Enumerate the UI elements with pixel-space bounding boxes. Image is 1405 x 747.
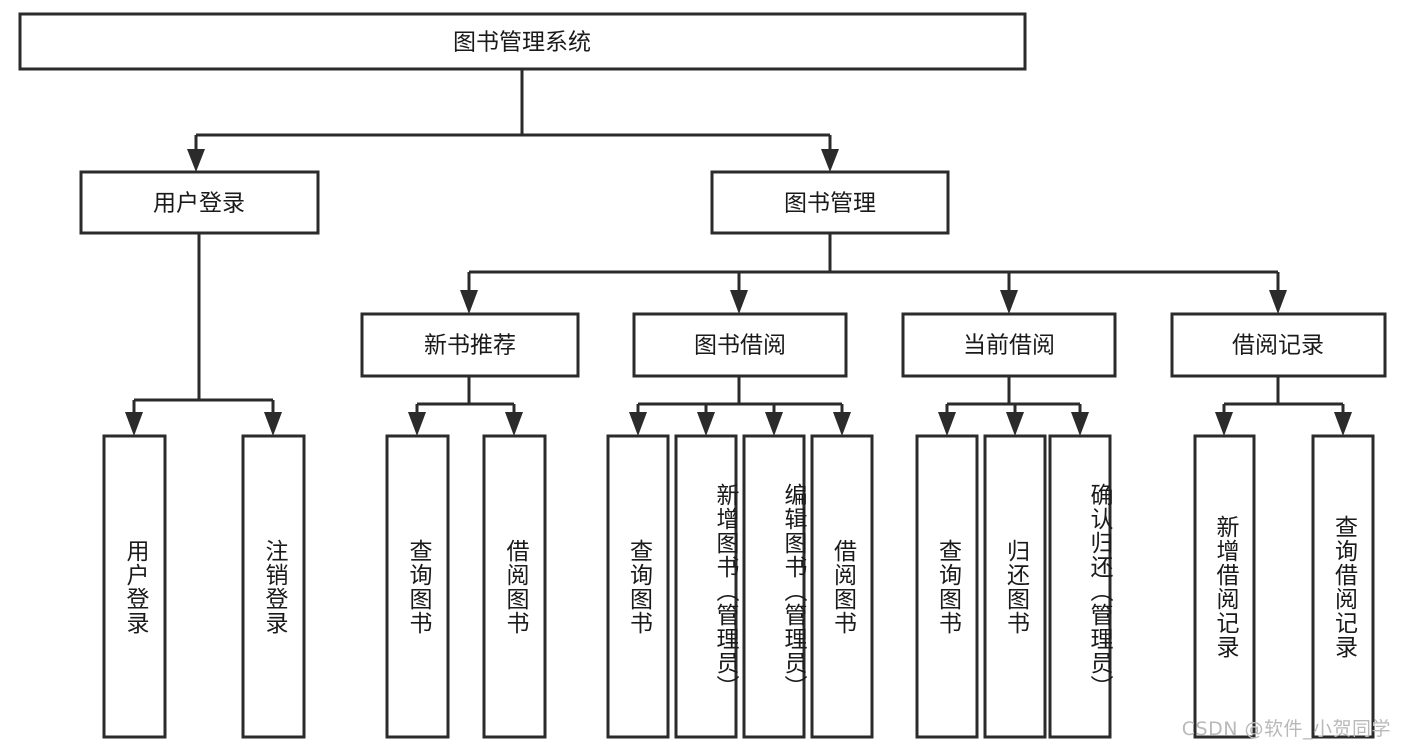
arrow-head-icon — [821, 149, 839, 172]
node-book-borrow-label: 图书借阅 — [694, 333, 786, 359]
arrow-head-icon — [833, 412, 851, 436]
node-user-login-label: 用户登录 — [153, 191, 245, 217]
leaf-current-borrow-0[interactable] — [915, 434, 979, 739]
arrow-head-icon — [408, 412, 426, 436]
leaf-user-login-0[interactable] — [102, 434, 167, 739]
arrow-head-icon — [460, 290, 478, 314]
leaf-user-login-0-label: 用户登录 — [122, 538, 148, 635]
leaf-borrow-record-0-label: 新增借阅记录 — [1212, 514, 1238, 659]
arrow-head-icon — [765, 412, 783, 436]
leaf-book-borrow-1[interactable] — [674, 434, 738, 739]
node-book-borrow[interactable] — [632, 312, 848, 378]
connector-newbook-to-leaves — [408, 376, 523, 436]
leaf-book-borrow-1-label: 新增图书（管理员） — [712, 482, 738, 699]
connector-bookmgmt-to-level3 — [460, 233, 1287, 314]
arrow-head-icon — [1215, 412, 1233, 436]
node-borrow-record[interactable] — [1170, 312, 1387, 378]
arrow-head-icon — [629, 412, 647, 436]
leaf-borrow-record-1-label: 查询借阅记录 — [1330, 514, 1357, 659]
connector-root-to-level2 — [187, 69, 839, 172]
leaf-current-borrow-0-label: 查询图书 — [934, 538, 961, 635]
arrow-head-icon — [1269, 290, 1287, 314]
arrow-head-icon — [125, 412, 143, 436]
node-user-login[interactable] — [79, 170, 320, 235]
arrow-head-icon — [1334, 412, 1352, 436]
connector-userlogin-to-leaves — [125, 233, 282, 436]
leaf-book-borrow-0-label: 查询图书 — [625, 538, 652, 635]
leaf-new-book-0[interactable] — [385, 434, 450, 739]
leaf-current-borrow-1[interactable] — [983, 434, 1047, 739]
node-book-management[interactable] — [710, 170, 950, 235]
leaf-book-borrow-2-label: 编辑图书（管理员） — [780, 482, 806, 699]
leaf-new-book-0-label: 查询图书 — [405, 538, 431, 635]
leaf-current-borrow-1-label: 归还图书 — [1002, 538, 1029, 635]
node-current-borrow-label: 当前借阅 — [963, 333, 1055, 359]
arrow-head-icon — [730, 290, 748, 314]
watermark: CSDN @软件_小贺同学 — [1181, 718, 1391, 740]
arrow-head-icon — [264, 412, 282, 436]
node-new-book-recommend[interactable] — [360, 312, 580, 378]
arrow-head-icon — [187, 149, 205, 172]
node-root-label: 图书管理系统 — [453, 30, 591, 56]
connector-bookborrow-to-leaves — [629, 376, 851, 436]
arrow-head-icon — [938, 412, 956, 436]
leaf-current-borrow-2-label: 确认归还（管理员） — [1086, 482, 1112, 699]
leaf-user-login-1[interactable] — [241, 434, 306, 739]
arrow-head-icon — [1071, 412, 1089, 436]
leaf-book-borrow-3-label: 借阅图书 — [829, 538, 856, 635]
connector-borrowrecord-to-leaves — [1215, 376, 1352, 436]
leaf-new-book-1[interactable] — [482, 434, 547, 739]
arrow-head-icon — [505, 412, 523, 436]
arrow-head-icon — [1000, 290, 1018, 314]
leaf-book-borrow-0[interactable] — [606, 434, 670, 739]
leaf-book-borrow-2[interactable] — [742, 434, 806, 739]
leaf-new-book-1-label: 借阅图书 — [502, 538, 528, 635]
node-book-management-label: 图书管理 — [784, 191, 876, 217]
arrow-head-icon — [1006, 412, 1024, 436]
leaf-borrow-record-0[interactable] — [1193, 434, 1256, 739]
node-borrow-record-label: 借阅记录 — [1232, 333, 1324, 359]
connector-currentborrow-to-leaves — [938, 376, 1089, 436]
arrow-head-icon — [697, 412, 715, 436]
node-root[interactable] — [18, 12, 1027, 71]
leaf-book-borrow-3[interactable] — [810, 434, 874, 739]
leaf-current-borrow-2[interactable] — [1048, 434, 1112, 739]
leaf-borrow-record-1[interactable] — [1311, 434, 1375, 739]
node-new-book-recommend-label: 新书推荐 — [424, 333, 516, 359]
leaf-user-login-1-label: 注销登录 — [261, 538, 287, 635]
node-current-borrow[interactable] — [901, 312, 1117, 378]
